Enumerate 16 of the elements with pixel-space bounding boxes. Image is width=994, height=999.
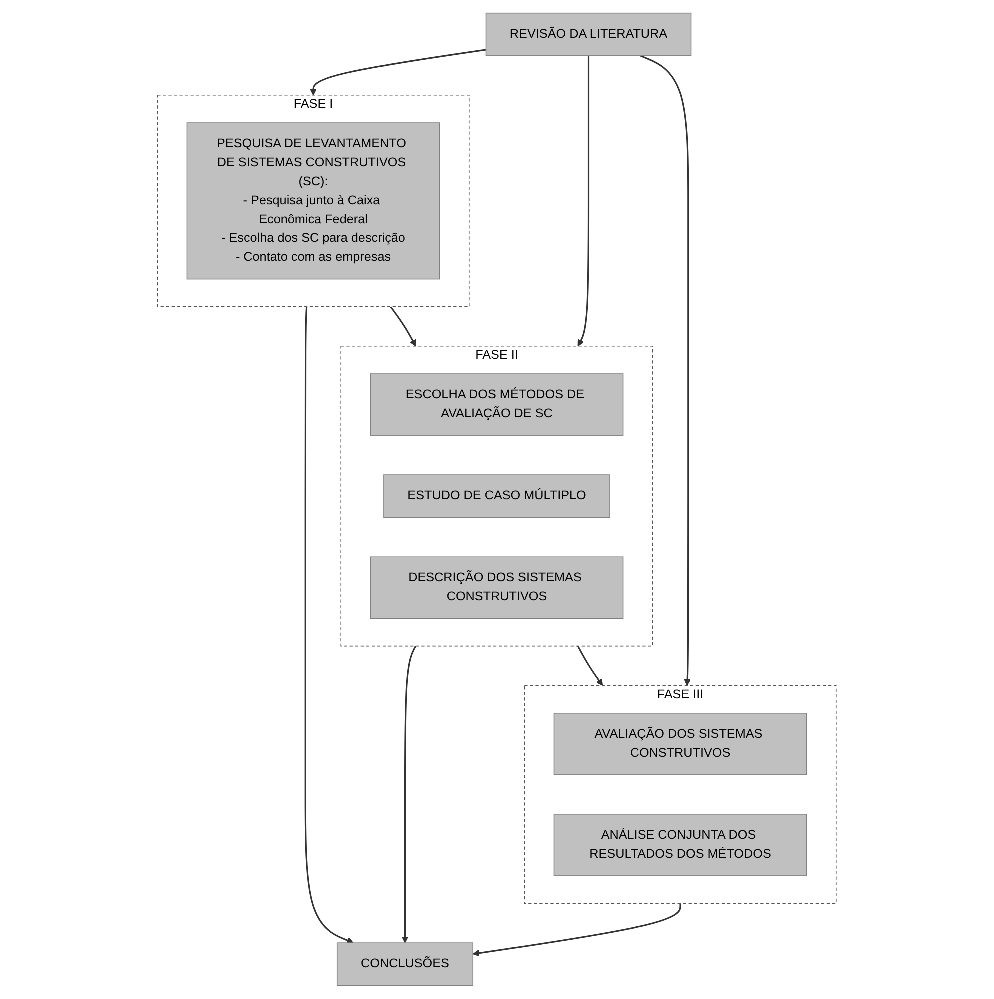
arrow: [577, 646, 604, 686]
node-box: ESTUDO DE CASO MÚLTIPLO: [384, 474, 610, 518]
arrow: [390, 306, 416, 347]
node-box: PESQUISA DE LEVANTAMENTO DE SISTEMAS CONSTRUTIVOS (SC): - Pesquisa junto à Caixa Econômica Federal - Escolha dos SC para descrição - Contato com as empresas: [186, 122, 440, 280]
node-box: AVALIAÇÃO DOS SISTEMAS CONSTRUTIVOS: [554, 713, 808, 776]
node-box: ESCOLHA DOS MÉTODOS DE AVALIAÇÃO DE SC: [370, 374, 624, 436]
arrow: [472, 904, 682, 957]
arrow: [578, 56, 590, 347]
node-box: CONCLUSÕES: [336, 942, 474, 986]
arrow: [640, 55, 692, 686]
arrow: [402, 646, 417, 944]
arrow: [304, 306, 354, 944]
node-box: DESCRIÇÃO DOS SISTEMAS CONSTRUTIVOS: [370, 556, 624, 620]
node-box: REVISÃO DA LITERATURA: [486, 12, 692, 56]
node-box: ANÁLISE CONJUNTA DOS RESULTADOS DOS MÉTODOS: [554, 814, 808, 876]
arrow: [310, 49, 486, 96]
